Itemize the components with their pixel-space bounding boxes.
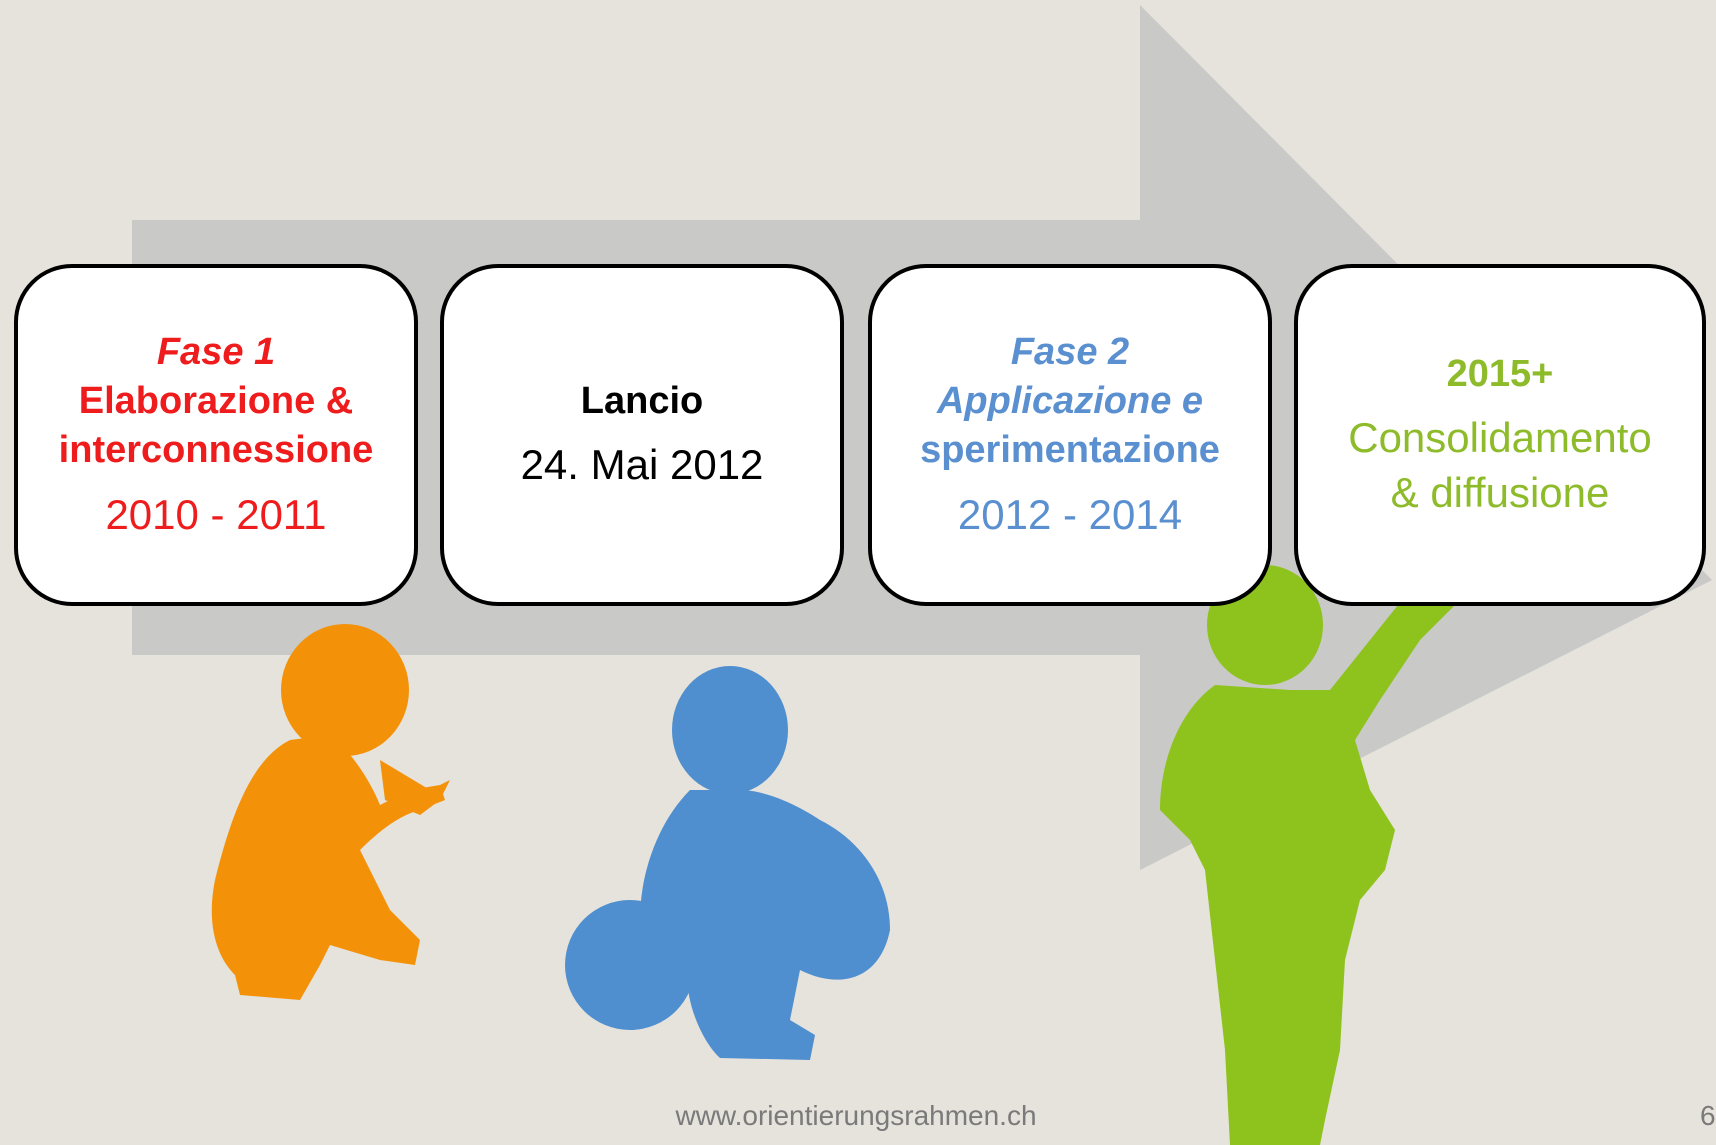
launch-title: Lancio bbox=[580, 380, 704, 422]
future-title: 2015+ bbox=[1446, 352, 1554, 395]
future-subtitle-line1: Consolidamento bbox=[1348, 414, 1652, 462]
phase1-years: 2010 - 2011 bbox=[105, 490, 327, 538]
phase2-subtitle-line2: sperimentazione bbox=[920, 429, 1220, 472]
future-box: 2015+ Consolidamento & diffusione bbox=[1294, 264, 1706, 606]
launch-box: Lancio 24. Mai 2012 bbox=[440, 264, 844, 606]
footer-url: www.orientierungsrahmen.ch bbox=[675, 1100, 1037, 1131]
phase-box-2: Fase 2 Applicazione e sperimentazione 20… bbox=[868, 264, 1272, 606]
page-number: 6 bbox=[1700, 1100, 1716, 1131]
phase1-title: Fase 1 bbox=[156, 330, 276, 373]
future-subtitle-line2: & diffusione bbox=[1390, 468, 1610, 516]
phase-box-1: Fase 1 Elaborazione & interconnessione 2… bbox=[14, 264, 418, 606]
phase1-subtitle-line1: Elaborazione & bbox=[78, 380, 354, 422]
phase2-subtitle-line1: Applicazione e bbox=[936, 380, 1204, 422]
launch-date: 24. Mai 2012 bbox=[520, 441, 764, 489]
phase2-title: Fase 2 bbox=[1010, 330, 1130, 373]
phase1-subtitle-line2: interconnessione bbox=[58, 429, 374, 472]
phase2-years: 2012 - 2014 bbox=[957, 490, 1183, 538]
